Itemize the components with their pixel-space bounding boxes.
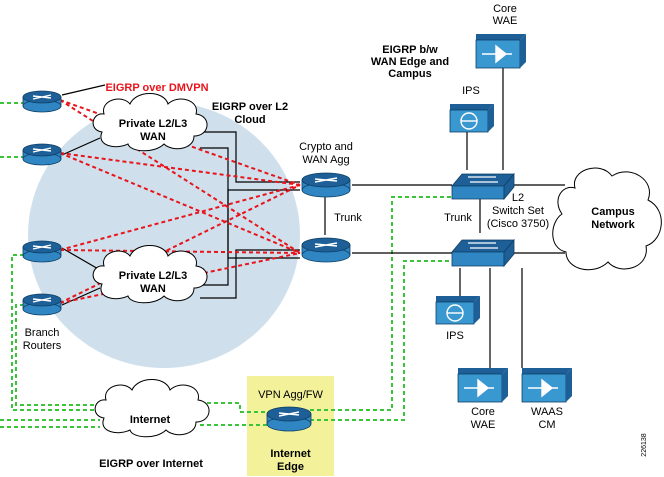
wan-bottom-cloud bbox=[92, 245, 208, 304]
eigrp-l2-label-line1: EIGRP over L2 bbox=[211, 101, 289, 113]
wan-bottom-label-line1: Private L2/L3 bbox=[118, 270, 188, 282]
wan-top-label-line2: WAN bbox=[140, 131, 166, 143]
switch-set-label-line1: L2 bbox=[511, 192, 525, 204]
eigrp-wan-label-line1: EIGRP b/w bbox=[382, 44, 438, 56]
ips-top-label: IPS bbox=[462, 85, 480, 97]
waas-cm bbox=[521, 368, 572, 403]
branch-label-line1: Branch bbox=[24, 327, 60, 339]
internet-edge-label-line1: Internet bbox=[270, 448, 311, 460]
ips-top bbox=[449, 104, 494, 133]
core-wae-top-label-line2: WAE bbox=[492, 15, 518, 27]
vpn-agg-router bbox=[266, 406, 312, 432]
branch-router-2 bbox=[22, 143, 62, 166]
crypto-label-line2: WAN Agg bbox=[302, 154, 350, 166]
wan-agg-router-2 bbox=[301, 237, 351, 263]
trunk-label-right: Trunk bbox=[444, 212, 472, 224]
wan-agg-router-1 bbox=[301, 172, 351, 198]
core-wae-bottom-label-line1: Core bbox=[471, 406, 495, 418]
solid-links bbox=[61, 60, 565, 368]
eigrp-dmvpn-region bbox=[28, 102, 300, 368]
branch-router-3 bbox=[22, 240, 62, 263]
eigrp-wan-label-line3: Campus bbox=[388, 68, 432, 80]
switch-set-label-line3: (Cisco 3750) bbox=[486, 218, 550, 230]
campus-label-line2: Network bbox=[591, 219, 635, 231]
core-wae-bottom-label-line2: WAE bbox=[470, 419, 496, 431]
internet-cloud bbox=[94, 379, 210, 438]
eigrp-wan-label-line2: WAN Edge and bbox=[370, 56, 450, 68]
eigrp-internet-label: EIGRP over Internet bbox=[99, 458, 203, 470]
branch-label-line2: Routers bbox=[22, 340, 62, 352]
waas-cm-label-line2: CM bbox=[538, 419, 556, 431]
switch-set-label-line2: Switch Set bbox=[492, 205, 544, 217]
wan-bottom-label-line2: WAN bbox=[140, 283, 166, 295]
trunk-label-left: Trunk bbox=[334, 212, 362, 224]
l2-switch-bottom bbox=[451, 238, 515, 268]
figure-id: 226138 bbox=[641, 433, 648, 457]
waas-cm-label-line1: WAAS bbox=[531, 406, 563, 418]
branch-router-4 bbox=[22, 293, 62, 316]
eigrp-dmvpn-label: EIGRP over DMVPN bbox=[105, 82, 209, 94]
core-wae-bottom bbox=[457, 368, 508, 403]
branch-router-1 bbox=[22, 90, 62, 113]
wan-top-label-line1: Private L2/L3 bbox=[118, 118, 188, 130]
core-wae-top-label-line1: Core bbox=[493, 3, 517, 15]
crypto-label-line1: Crypto and bbox=[299, 141, 353, 153]
internet-label: Internet bbox=[129, 414, 171, 426]
campus-label-line1: Campus bbox=[591, 206, 635, 218]
eigrp-l2-label-line2: Cloud bbox=[234, 114, 266, 126]
ips-bottom-label: IPS bbox=[446, 330, 464, 342]
core-wae-top bbox=[475, 34, 526, 69]
l2-switch-top bbox=[451, 172, 515, 201]
campus-network-cloud bbox=[552, 167, 662, 271]
wan-top-cloud bbox=[92, 93, 208, 152]
ips-bottom bbox=[435, 296, 480, 325]
vpn-agg-label: VPN Agg/FW bbox=[258, 389, 323, 401]
internet-edge-label-line2: Edge bbox=[277, 461, 304, 473]
internet-paths bbox=[0, 102, 456, 428]
